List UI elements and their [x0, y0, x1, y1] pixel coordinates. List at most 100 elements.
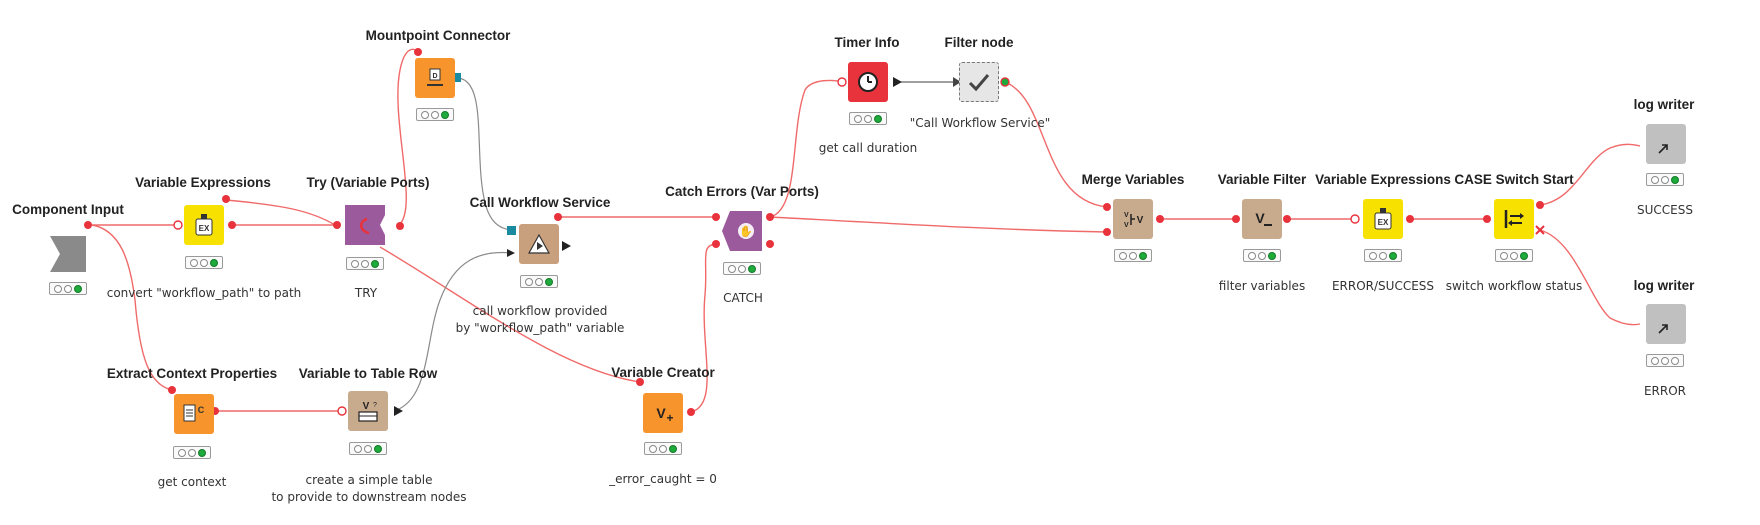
connection-mountpoint-to-call[interactable] — [457, 77, 513, 231]
catch-errors-icon: ✋ — [722, 211, 762, 251]
port-out-switch-bottom-inactive-icon[interactable] — [1535, 225, 1545, 235]
variable-creator-icon: V+ — [643, 393, 683, 433]
node-status-lights — [49, 282, 87, 295]
port-out-varexpr2[interactable] — [1406, 215, 1414, 223]
node-title: Extract Context Properties — [106, 366, 278, 381]
node-title: Variable Filter — [1217, 172, 1307, 187]
node-title: CASE Switch Start — [1454, 172, 1574, 187]
connection-varexpr-top-to-try[interactable] — [225, 199, 336, 226]
connection-catch-to-merge[interactable] — [769, 216, 1108, 233]
connection-switch-to-logwriter-error[interactable] — [1539, 229, 1641, 326]
node-caption: get context — [157, 475, 227, 489]
node-status-lights — [185, 256, 223, 269]
node-status-lights — [346, 257, 384, 270]
svg-text:?: ? — [373, 402, 377, 409]
connection-vartotable-to-call[interactable] — [393, 251, 513, 412]
connection-try-to-variablecreator[interactable] — [379, 246, 641, 383]
node-status-lights — [1364, 249, 1402, 262]
port-in-catch-bottom[interactable] — [712, 240, 720, 248]
node-caption: switch workflow status — [1445, 279, 1583, 293]
node-caption: "Call Workflow Service" — [909, 116, 1051, 130]
port-out-call-var[interactable] — [554, 213, 562, 221]
connection-component-to-extract[interactable] — [91, 224, 173, 391]
node-title: Filter node — [944, 35, 1014, 50]
port-in-mountpoint[interactable] — [414, 48, 422, 56]
port-out-timer[interactable] — [893, 77, 902, 87]
svg-text:V: V — [1124, 212, 1129, 219]
node-status-lights — [416, 108, 454, 121]
filter-node-icon — [959, 62, 999, 102]
node-title: Variable to Table Row — [298, 366, 438, 381]
port-out-merge[interactable] — [1156, 215, 1164, 223]
port-in-call[interactable] — [507, 226, 516, 235]
variable-filter-icon: V — [1242, 199, 1282, 239]
port-in-varexpr[interactable] — [173, 220, 183, 230]
port-out-call[interactable] — [562, 241, 571, 251]
port-out-vartotable[interactable] — [394, 406, 403, 416]
mountpoint-connector-icon: D — [415, 58, 455, 98]
node-caption: get call duration — [818, 141, 918, 155]
svg-text:EX: EX — [1378, 218, 1389, 227]
node-title: Mountpoint Connector — [365, 28, 511, 43]
node-caption: convert "workflow_path" to path — [106, 286, 302, 300]
node-title: log writer — [1633, 278, 1695, 293]
node-title: Merge Variables — [1081, 172, 1185, 187]
node-status-lights — [349, 442, 387, 455]
node-title: Catch Errors (Var Ports) — [665, 184, 819, 199]
connection-catch-to-timer[interactable] — [769, 79, 843, 218]
port-out-varcreator[interactable] — [687, 408, 695, 416]
port-out-try[interactable] — [396, 222, 404, 230]
port-in-switch[interactable] — [1483, 215, 1491, 223]
port-out-varexpr-top[interactable] — [222, 195, 230, 203]
port-out-switch-top[interactable] — [1536, 201, 1544, 209]
connection-filter-to-merge[interactable] — [1004, 81, 1108, 208]
port-out-catch-bottom[interactable] — [766, 240, 774, 248]
svg-text:D: D — [432, 73, 437, 80]
case-switch-icon — [1494, 199, 1534, 239]
node-status-lights — [644, 442, 682, 455]
port-in-merge-bottom[interactable] — [1103, 228, 1111, 236]
log-writer-icon — [1646, 124, 1686, 164]
svg-text:V: V — [1255, 210, 1265, 226]
node-status-lights — [1646, 354, 1684, 367]
port-in-merge-top[interactable] — [1103, 203, 1111, 211]
port-in-extract[interactable] — [168, 386, 176, 394]
port-in-filter[interactable] — [953, 77, 961, 87]
node-status-lights — [1243, 249, 1281, 262]
svg-text:V: V — [363, 401, 370, 412]
port-out-varexpr[interactable] — [228, 221, 236, 229]
connection-switch-to-logwriter-success[interactable] — [1539, 143, 1641, 206]
node-caption: filter variables — [1218, 279, 1306, 293]
svg-text:✋: ✋ — [739, 225, 753, 238]
port-out-mountpoint[interactable] — [452, 73, 461, 82]
svg-text:EX: EX — [199, 224, 210, 233]
connection-varcreator-to-catch[interactable] — [690, 243, 717, 413]
node-caption: SUCCESS — [1637, 203, 1693, 217]
timer-icon — [848, 62, 888, 102]
port-in-try[interactable] — [333, 221, 341, 229]
port-in-call-table[interactable] — [507, 249, 515, 257]
port-out-catch-top[interactable] — [766, 213, 774, 221]
port-in-timer[interactable] — [837, 77, 847, 87]
port-out-filter[interactable] — [1000, 77, 1010, 87]
node-title: Variable Expressions — [1315, 172, 1451, 187]
call-workflow-icon — [519, 224, 559, 264]
port-in-vartotable[interactable] — [337, 406, 347, 416]
port-out-varfilter[interactable] — [1283, 215, 1291, 223]
svg-text:V: V — [656, 405, 666, 421]
node-caption: _error_caught = 0 — [609, 472, 717, 486]
node-status-lights — [1114, 249, 1152, 262]
port-in-varfilter[interactable] — [1232, 215, 1240, 223]
port-out-component[interactable] — [84, 221, 92, 229]
svg-text:C: C — [198, 405, 205, 415]
port-in-varcreator[interactable] — [636, 378, 644, 386]
port-in-varexpr2[interactable] — [1350, 214, 1360, 224]
port-in-catch-top[interactable] — [712, 213, 720, 221]
node-caption: TRY — [354, 286, 378, 300]
component-input-icon — [48, 234, 88, 274]
variable-to-table-icon: V? — [348, 391, 388, 431]
connection-try-to-mountpoint[interactable] — [397, 48, 419, 227]
